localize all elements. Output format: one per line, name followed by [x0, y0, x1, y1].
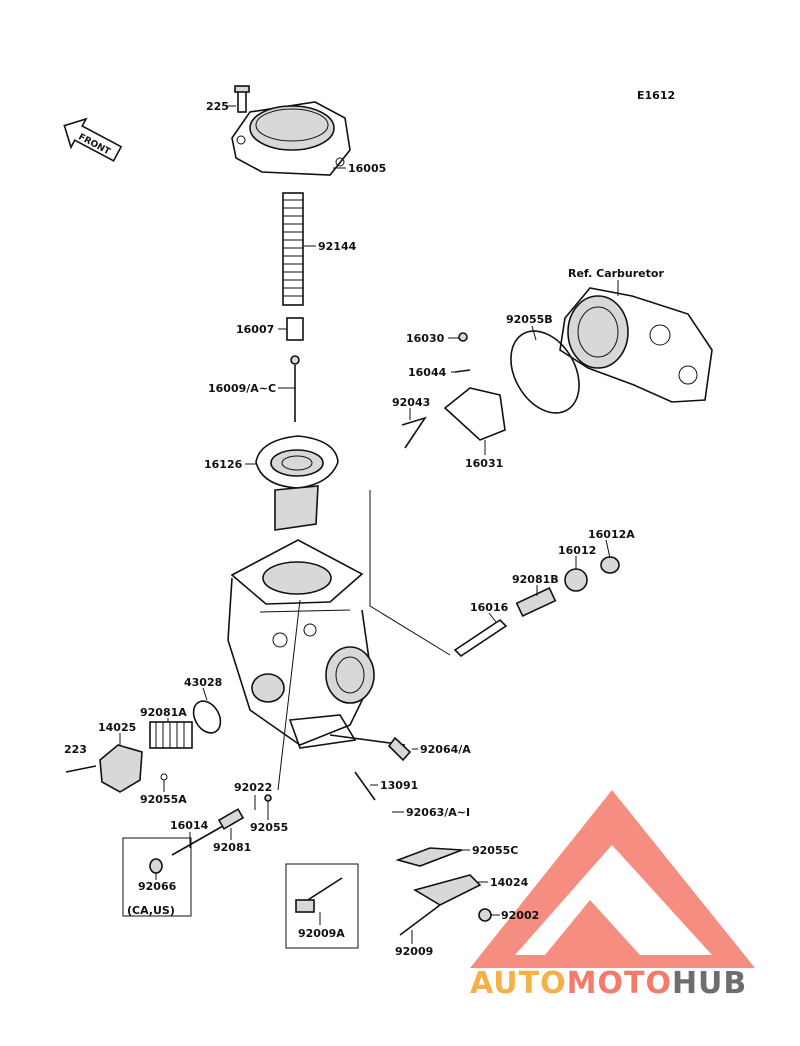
- watermark-part2: MOTO: [566, 966, 672, 1001]
- part-label: 92063/A~I: [406, 806, 470, 819]
- part-label: 13091: [380, 779, 418, 792]
- part-label: 92055C: [472, 844, 518, 857]
- ref-carburetor-label: Ref. Carburetor: [568, 267, 664, 280]
- part-label: 92055A: [140, 793, 187, 806]
- part-label: 92144: [318, 240, 357, 253]
- choke-assembly: [65, 700, 222, 793]
- diaphragm-slide: [255, 435, 339, 531]
- diagram-code: E1612: [637, 89, 675, 102]
- region-note: (CA,US): [127, 904, 175, 917]
- watermark-logo: [470, 790, 755, 968]
- part-label: 225: [206, 100, 229, 113]
- part-label: 16007: [236, 323, 274, 336]
- front-label: FRONT: [77, 132, 113, 157]
- part-label: 14024: [490, 876, 529, 889]
- part-label: 16014: [170, 819, 209, 832]
- part-label: 16012A: [588, 528, 635, 541]
- part-label: 92022: [234, 781, 272, 794]
- part-label: 92043: [392, 396, 430, 409]
- small-parts-top: [401, 332, 506, 449]
- part-label: 16012: [558, 544, 596, 557]
- part-label: 223: [64, 743, 87, 756]
- part-labels: 225 16005 92144 16007 16009/A~C 16126 16…: [64, 100, 664, 958]
- bottom-small-parts: [122, 734, 492, 949]
- spring-92144: [282, 192, 304, 306]
- jet-needle: [286, 317, 304, 422]
- part-label: 16044: [408, 366, 447, 379]
- watermark-text: AUTOMOTOHUB: [470, 966, 795, 1006]
- top-cover-part: [231, 85, 351, 176]
- part-label: 43028: [184, 676, 222, 689]
- part-label: 92009: [395, 945, 433, 958]
- part-label: 92081A: [140, 706, 187, 719]
- part-label: 92002: [501, 909, 539, 922]
- part-label: 92055B: [506, 313, 553, 326]
- part-label: 16030: [406, 332, 445, 345]
- carburetor-body: [227, 539, 375, 749]
- part-label: 92066: [138, 880, 177, 893]
- front-arrow: FRONT: [63, 117, 123, 162]
- part-label: 16005: [348, 162, 386, 175]
- leader-lines: [119, 105, 619, 944]
- watermark-part3: HUB: [671, 966, 748, 1001]
- part-label: 92081: [213, 841, 251, 854]
- reference-carburetor: [510, 287, 713, 414]
- part-label: 92009A: [298, 927, 345, 940]
- part-label: 16009/A~C: [208, 382, 276, 395]
- part-label: 92081B: [512, 573, 559, 586]
- part-label: 16031: [465, 457, 503, 470]
- part-label: 92064/A: [420, 743, 471, 756]
- part-label: 16126: [204, 458, 243, 471]
- watermark-part1: AUTO: [470, 966, 567, 1001]
- part-label: 16016: [470, 601, 509, 614]
- part-label: 92055: [250, 821, 288, 834]
- part-label: 14025: [98, 721, 136, 734]
